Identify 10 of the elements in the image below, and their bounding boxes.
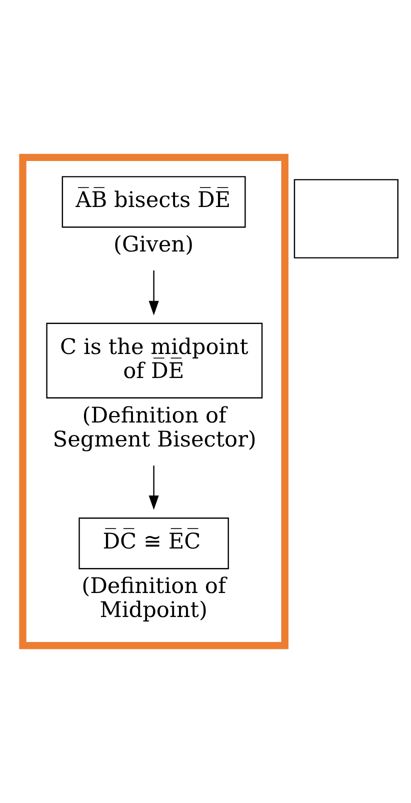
node-label: (Definition of Segment Bisector)	[52, 403, 256, 452]
node-box	[294, 179, 398, 258]
node-label: (Definition of Midpoint)	[82, 574, 226, 624]
arrow	[148, 466, 159, 510]
node-box: A̅B̅ bisects D̅E̅	[62, 176, 246, 228]
cluster	[19, 154, 288, 650]
arrow	[148, 270, 159, 316]
node-label: (Given)	[114, 232, 194, 258]
node-box: D̅C̅ ≅ E̅C̅	[78, 518, 229, 570]
node-box: C is the midpoint of D̅E̅	[46, 322, 263, 398]
